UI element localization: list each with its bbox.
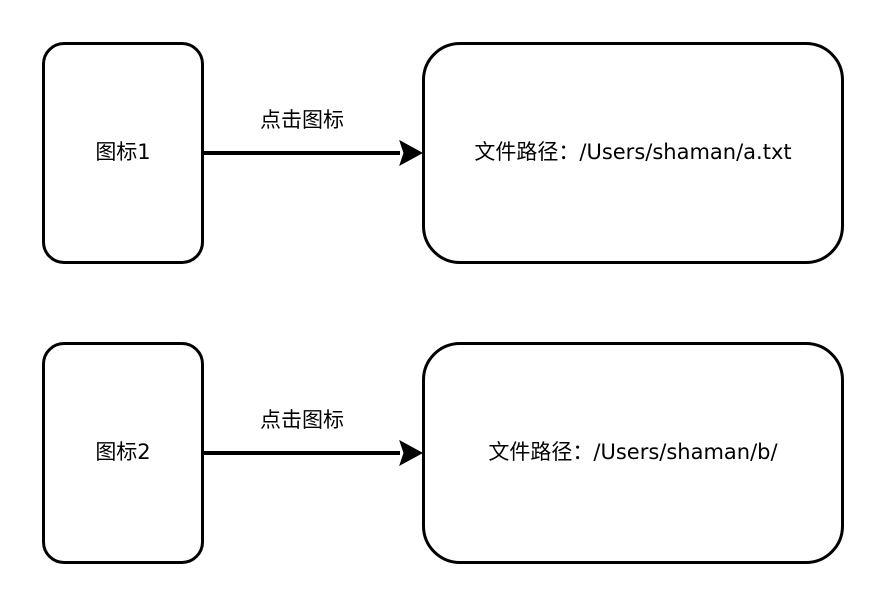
arrow-2-label: 点击图标 xyxy=(260,408,344,432)
arrow-right-icon xyxy=(204,139,424,167)
path-node-2: 文件路径：/Users/shaman/b/ xyxy=(422,342,844,564)
arrow-1 xyxy=(204,138,424,168)
arrow-1-label: 点击图标 xyxy=(260,108,344,132)
arrow-1-head xyxy=(399,139,424,167)
icon-node-1-label: 图标1 xyxy=(95,140,151,165)
arrow-2 xyxy=(204,438,424,468)
arrow-2-head xyxy=(399,439,424,467)
icon-node-1: 图标1 xyxy=(42,42,204,264)
arrow-right-icon xyxy=(204,439,424,467)
path-node-1: 文件路径：/Users/shaman/a.txt xyxy=(422,42,844,264)
icon-node-2: 图标2 xyxy=(42,342,204,564)
icon-node-2-label: 图标2 xyxy=(95,440,151,465)
path-node-2-text: 文件路径：/Users/shaman/b/ xyxy=(488,440,778,465)
path-node-1-text: 文件路径：/Users/shaman/a.txt xyxy=(474,140,792,165)
